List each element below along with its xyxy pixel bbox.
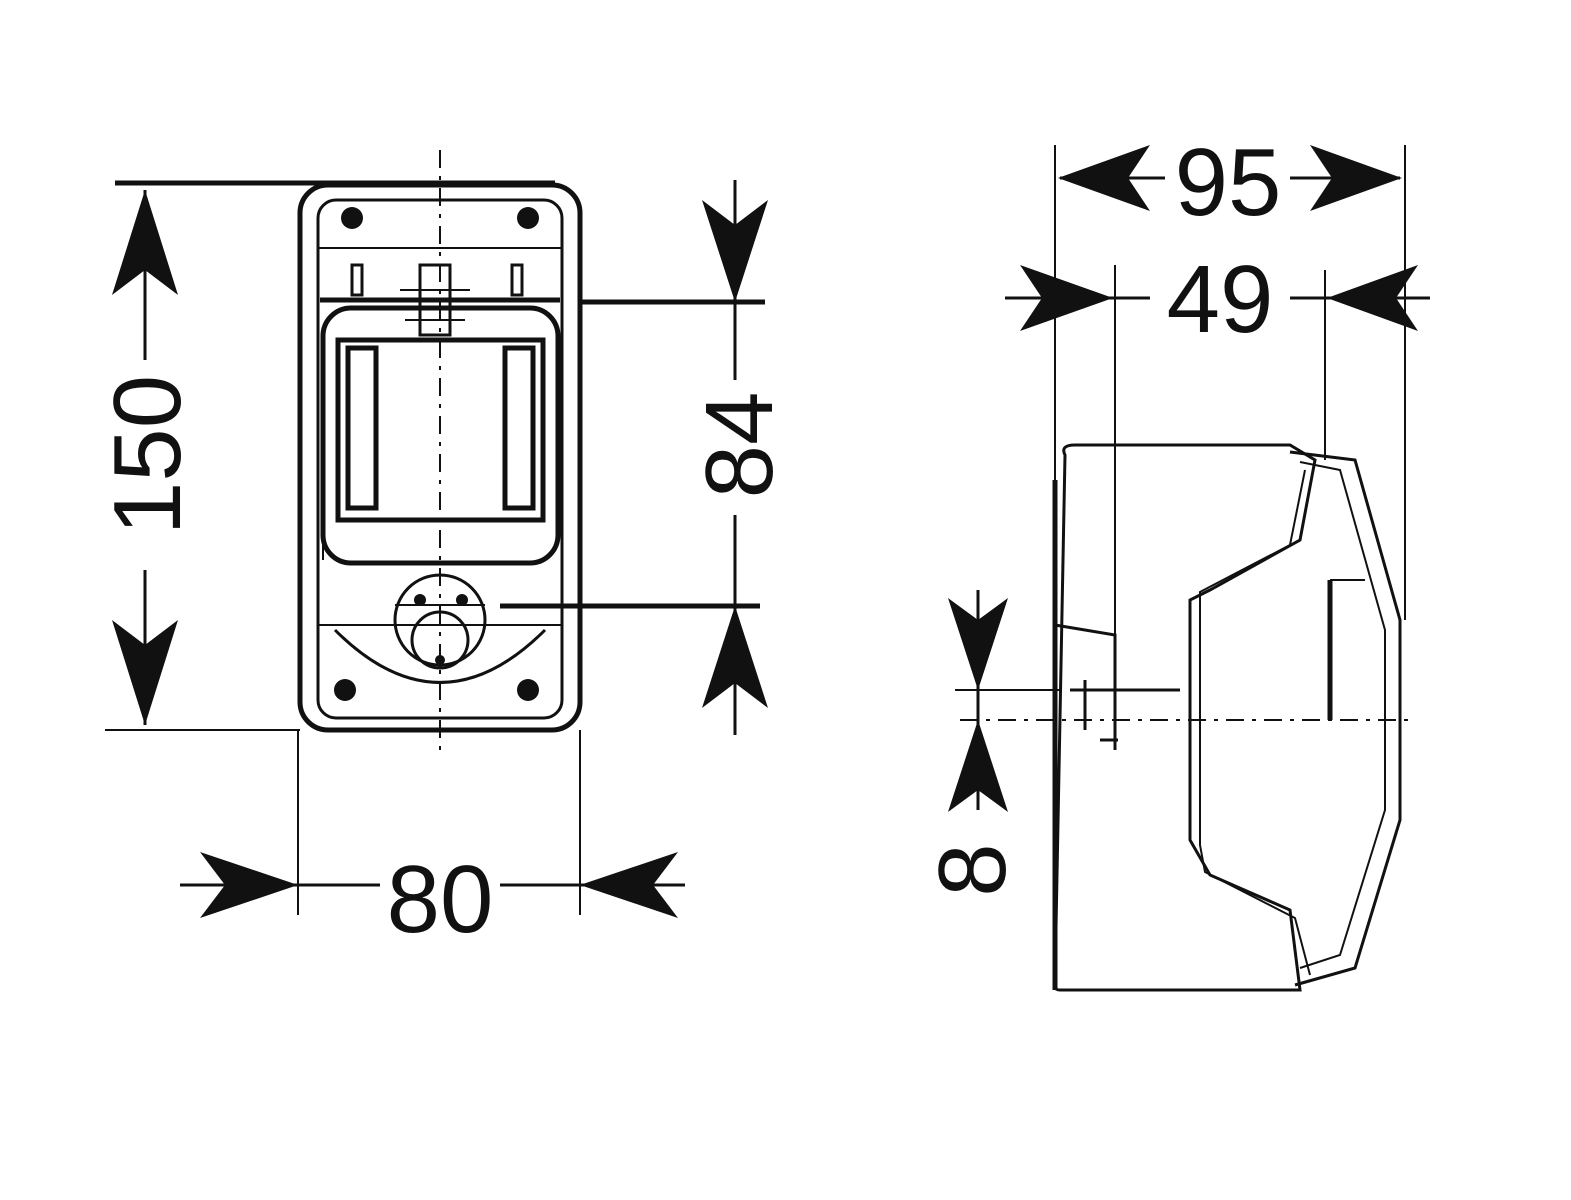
- side-terminal: [1054, 623, 1180, 750]
- side-socket-recess: [1199, 469, 1311, 976]
- socket-contact-right: [502, 345, 536, 511]
- arrow-80-right: [200, 852, 298, 918]
- arrow-150-up: [112, 190, 178, 295]
- arrow-150-down: [112, 620, 178, 725]
- side-cover-outline: [1289, 450, 1402, 987]
- arrow-49-left: [1327, 265, 1418, 331]
- arrow-95-right: [1310, 145, 1402, 211]
- upper-terminal: [400, 263, 470, 337]
- dimension-8: 8: [919, 843, 1026, 896]
- screw-hole-top-right: [517, 207, 539, 229]
- arrow-84-down: [702, 200, 768, 302]
- arrow-49-right: [1020, 265, 1113, 331]
- arrow-8-down: [948, 598, 1008, 690]
- screw-hole-bottom-left: [334, 679, 356, 701]
- latch-right: [510, 263, 524, 297]
- arrow-95-left: [1058, 145, 1150, 211]
- dimension-84: 84: [686, 392, 793, 499]
- dimension-49: 49: [1167, 246, 1274, 353]
- screw-hole-bottom-right: [517, 679, 539, 701]
- arrow-84-up: [702, 606, 768, 708]
- dimension-95: 95: [1175, 129, 1282, 236]
- dimension-80: 80: [387, 846, 494, 953]
- arrow-8-up: [948, 720, 1008, 812]
- front-view: 150 84 80: [94, 150, 793, 953]
- socket-contact-left: [345, 345, 379, 511]
- arrow-80-left: [580, 852, 678, 918]
- dimension-150: 150: [94, 375, 201, 535]
- latch-left: [350, 263, 364, 297]
- screw-hole-top-left: [341, 207, 363, 229]
- side-cover-inner: [1299, 461, 1386, 969]
- side-view: 95 49 8: [919, 129, 1430, 992]
